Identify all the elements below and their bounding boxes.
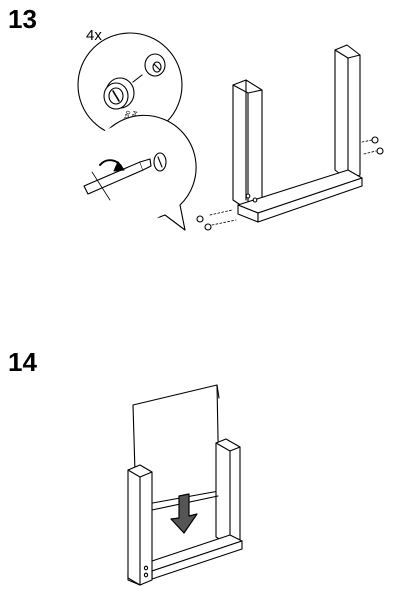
side-panel-right-14 (215, 438, 241, 546)
cam-bolt-right (361, 136, 384, 155)
side-panel-left-14 (127, 464, 153, 586)
cam-bolt-left (196, 209, 237, 231)
side-panel-left (232, 79, 263, 211)
arrow-down-icon (170, 493, 198, 534)
screwdriver-detail-callout (79, 114, 197, 231)
step-13-number: 13 (8, 4, 37, 34)
step-13-quantity: 4x (86, 27, 102, 44)
bottom-panel (237, 169, 363, 223)
step-14-number: 14 (8, 347, 37, 377)
side-panel-right (334, 44, 361, 181)
cam-lock-icon (103, 77, 135, 110)
cam-lock-detail-callout: 119030 117434 (77, 32, 183, 138)
